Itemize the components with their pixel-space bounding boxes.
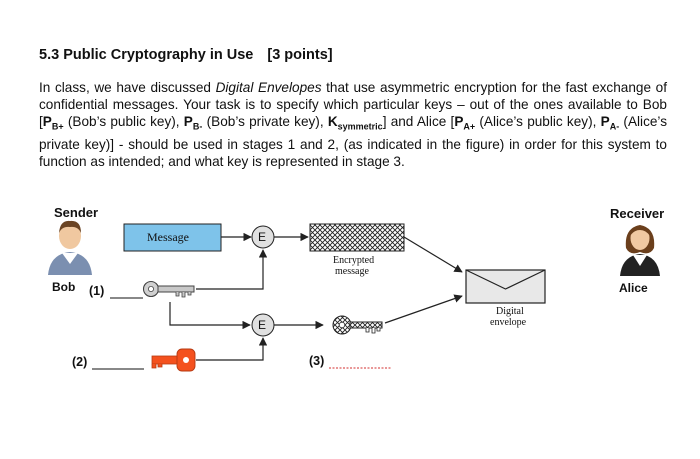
- para-emphasis: Digital Envelopes: [215, 80, 322, 95]
- hatched-key-icon: [332, 315, 383, 335]
- envelope-label-line1: Digital: [496, 306, 524, 317]
- key-pb-minus: PB-: [183, 114, 203, 132]
- section-points: [3 points]: [267, 47, 333, 63]
- para-text: (Bob’s public key),: [63, 114, 184, 129]
- red-key-icon: [151, 348, 196, 372]
- encrypt-label-top: E: [258, 230, 267, 244]
- sender-avatar-icon: [48, 220, 92, 275]
- para-text: In class, we have discussed: [39, 80, 216, 95]
- para-text: (Alice’s private key)] - should be used …: [39, 114, 667, 169]
- encrypt-label-bottom: E: [258, 318, 267, 332]
- message-label: Message: [147, 230, 189, 244]
- question-paragraph: In class, we have discussed Digital Enve…: [39, 79, 667, 170]
- para-text: (Alice’s public key),: [475, 114, 601, 129]
- sender-label: Sender: [54, 205, 99, 220]
- envelope-label-line2: envelope: [490, 317, 527, 328]
- arrow-key3-to-envelope: [384, 294, 463, 324]
- stage2-label: (2): [72, 355, 88, 369]
- receiver-avatar-icon: [620, 225, 660, 276]
- key-pb-plus: PB+: [42, 114, 64, 132]
- key-symmetric: Ksymmetric: [327, 114, 383, 132]
- encrypted-message-box: [309, 223, 405, 252]
- key-pa-minus: PA-: [600, 114, 620, 132]
- para-text: (Bob’s private key),: [202, 114, 328, 129]
- stage3-label: (3): [309, 354, 325, 368]
- encrypted-label-line1: Encrypted: [333, 255, 375, 266]
- para-text: ] and Alice [: [382, 114, 455, 129]
- receiver-label: Receiver: [610, 206, 665, 221]
- arrow-encrypted-to-envelope: [403, 236, 463, 273]
- grey-key-icon: [142, 280, 195, 298]
- section-title: Public Cryptography in Use: [63, 47, 254, 63]
- arrow-key1-to-bottom-e: [169, 302, 251, 330]
- para-text: that use asymmetric encryption for the f…: [39, 80, 667, 129]
- arrow-key1-to-top-e: [196, 249, 268, 290]
- section-heading: 5.3 Public Cryptography in Use [3 points…: [39, 47, 333, 63]
- key-pa-plus: PA+: [454, 114, 476, 132]
- envelope-icon: [465, 269, 546, 304]
- alice-label: Alice: [619, 281, 648, 295]
- section-number: 5.3: [39, 47, 60, 63]
- arrow-key2-to-bottom-e: [196, 337, 268, 361]
- bob-label: Bob: [52, 280, 76, 294]
- stage1-label: (1): [89, 284, 105, 298]
- encrypted-label-line2: message: [335, 266, 369, 277]
- message-box: [123, 223, 222, 252]
